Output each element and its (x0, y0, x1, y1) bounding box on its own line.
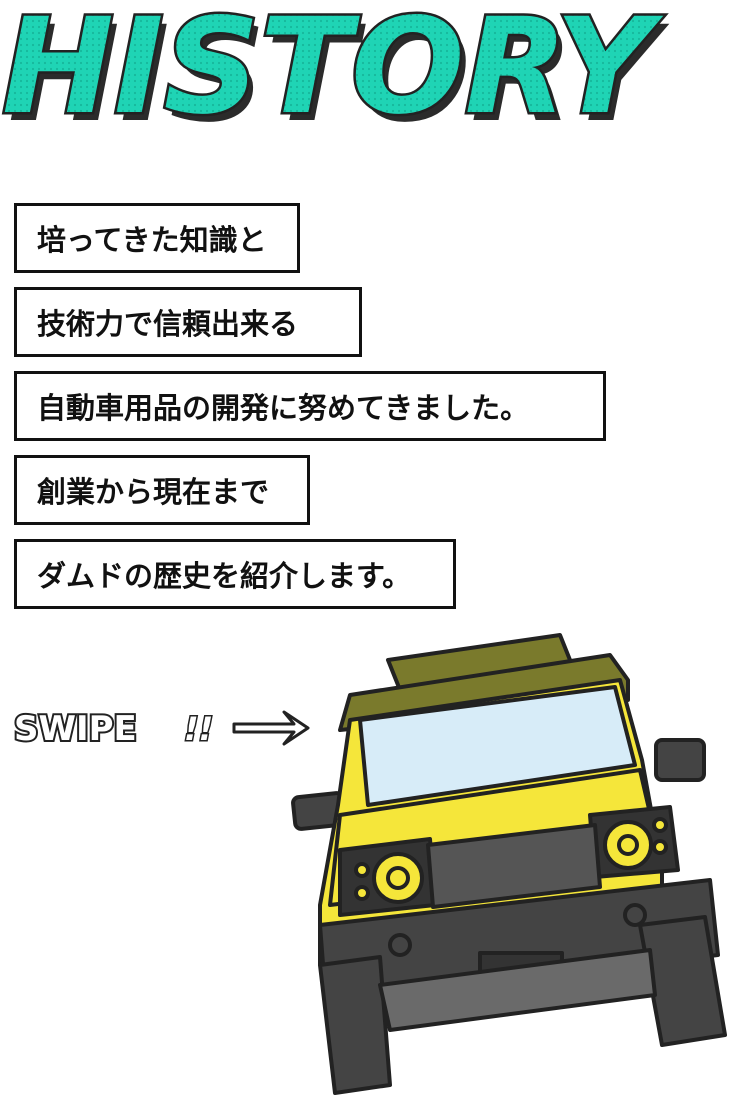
page-title: HISTORY HISTORY (0, 0, 729, 140)
intro-line: ダムドの歴史を紹介します。 (14, 539, 456, 609)
intro-line-text: 技術力で信頼出来る (37, 307, 299, 341)
swipe-marks: !! (184, 710, 213, 748)
title-shadow: HISTORY (8, 0, 670, 140)
intro-line: 自動車用品の開発に努めてきました。 (14, 371, 606, 441)
intro-line-text: ダムドの歴史を紹介します。 (37, 559, 412, 593)
title-text: HISTORY (2, 0, 664, 140)
swipe-hint: SWIPE !! (12, 700, 312, 760)
arrow-right-icon (232, 710, 310, 746)
intro-line-text: 培ってきた知識と (37, 223, 267, 257)
intro-line-text: 創業から現在まで (37, 475, 270, 509)
intro-line: 創業から現在まで (14, 455, 310, 525)
intro-line: 培ってきた知識と (14, 203, 300, 273)
car-illustration (290, 625, 729, 1095)
intro-line: 技術力で信頼出来る (14, 287, 362, 357)
intro-line-text: 自動車用品の開発に努めてきました。 (37, 391, 530, 425)
swipe-label: SWIPE (14, 709, 137, 749)
